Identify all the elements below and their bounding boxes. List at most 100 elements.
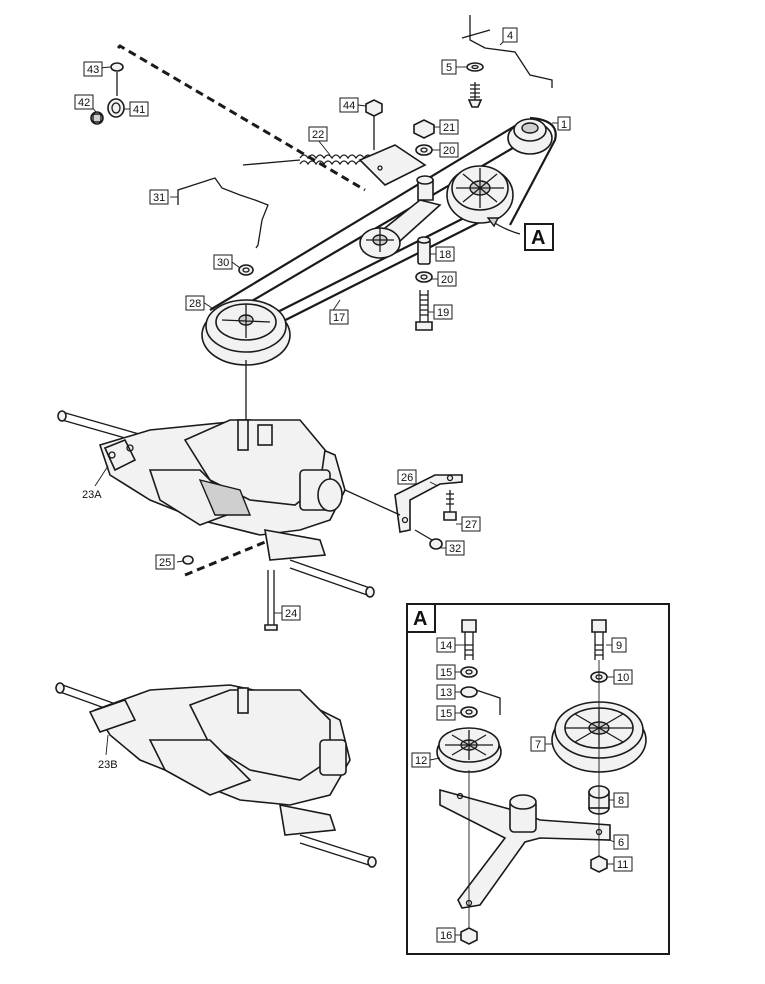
callout-31: 31: [149, 189, 169, 205]
bushing-42-part: [90, 111, 104, 125]
detail-inset-frame: [406, 603, 670, 955]
eye-bolt-41-part: [107, 98, 125, 118]
callout-20b: 20: [437, 271, 457, 287]
bolt-19-part: [415, 290, 433, 331]
nut-44-part: [365, 99, 383, 150]
callout-4: 4: [502, 27, 518, 43]
detail-ref-box: [524, 223, 554, 251]
bolt-32-part: [414, 529, 443, 550]
inset-title: A: [413, 608, 427, 630]
callout-44: 44: [339, 97, 359, 113]
svg-text:44: 44: [343, 100, 355, 112]
callout-30: 30: [213, 254, 233, 270]
svg-text:1: 1: [561, 119, 567, 131]
svg-text:8: 8: [618, 795, 624, 807]
transaxle-pulley-28: [201, 299, 291, 366]
svg-text:15: 15: [440, 708, 452, 720]
callout-18: 18: [435, 246, 455, 262]
svg-text:18: 18: [439, 249, 451, 261]
idler-bracket-6-part: [439, 788, 611, 909]
svg-text:15: 15: [440, 667, 452, 679]
callout-10: 10: [613, 669, 633, 685]
callout-11: 11: [613, 856, 633, 872]
callout-20a: 20: [439, 142, 459, 158]
cable-dashed-line-lower: [184, 538, 271, 577]
svg-text:13: 13: [440, 687, 452, 699]
leader-23b: [105, 734, 109, 756]
callout-16: 16: [436, 927, 456, 943]
callout-17: 17: [329, 309, 349, 325]
svg-text:30: 30: [217, 257, 229, 269]
callout-9: 9: [611, 637, 627, 653]
shift-rod-part: [461, 15, 553, 88]
washer-5-part: [466, 62, 484, 72]
svg-text:16: 16: [440, 930, 452, 942]
washer-30-part: [238, 264, 254, 276]
detail-arrow-head: [486, 217, 500, 228]
linkage-rod-31: [177, 177, 269, 249]
callout-15b: 15: [436, 705, 456, 721]
callout-24: 24: [281, 605, 301, 621]
callout-6: 6: [613, 834, 629, 850]
svg-text:28: 28: [189, 298, 201, 310]
svg-text:31: 31: [153, 192, 165, 204]
callout-14: 14: [436, 637, 456, 653]
idler-bracket-plate: [358, 144, 427, 186]
label-23b: 23B: [98, 759, 118, 771]
svg-text:41: 41: [133, 104, 145, 116]
callout-22: 22: [308, 126, 328, 142]
svg-text:7: 7: [535, 739, 541, 751]
svg-text:19: 19: [437, 307, 449, 319]
leader-23a: [94, 465, 109, 487]
svg-text:26: 26: [401, 472, 413, 484]
svg-text:17: 17: [333, 312, 345, 324]
callout-1: 1: [557, 116, 571, 131]
callout-13: 13: [436, 684, 456, 700]
callout-7: 7: [530, 736, 546, 752]
callout-8: 8: [613, 792, 629, 808]
callout-21: 21: [439, 119, 459, 135]
svg-text:11: 11: [617, 859, 628, 871]
svg-text:43: 43: [87, 64, 99, 76]
bolt-27-part: [443, 490, 457, 521]
svg-text:9: 9: [616, 640, 622, 652]
idler-pulley-a: [446, 165, 514, 224]
guard-13-part: [460, 686, 501, 715]
svg-text:6: 6: [618, 837, 624, 849]
small-idler-pulley: [359, 227, 401, 259]
engine-pulley-1: [507, 118, 553, 155]
cable-dashed-line: [116, 44, 366, 192]
svg-text:20: 20: [441, 274, 453, 286]
callout-27: 27: [461, 516, 481, 532]
nut-21-part: [413, 119, 435, 139]
callout-19: 19: [433, 304, 453, 320]
spacer-18-part: [417, 236, 431, 265]
nut-16-part: [460, 927, 478, 945]
label-23a: 23A: [82, 489, 102, 501]
svg-text:20: 20: [443, 145, 455, 157]
callout-28: 28: [185, 295, 205, 311]
inset-title-box: [406, 603, 436, 633]
svg-text:24: 24: [285, 608, 297, 620]
svg-text:32: 32: [449, 543, 461, 555]
callout-43: 43: [83, 61, 103, 77]
washer-15a-part: [460, 666, 478, 678]
transaxle-23b: [55, 682, 377, 868]
svg-text:27: 27: [465, 519, 477, 531]
callout-26: 26: [397, 469, 417, 485]
callout-5: 5: [441, 59, 457, 75]
detail-ref-letter: A: [531, 227, 545, 249]
axle-rod-line: [344, 489, 401, 516]
bolt-24-part: [264, 570, 278, 631]
svg-text:42: 42: [78, 97, 90, 109]
bolt-9-part: [591, 619, 607, 660]
callout-15a: 15: [436, 664, 456, 680]
svg-text:5: 5: [446, 62, 452, 74]
svg-text:25: 25: [159, 557, 171, 569]
svg-text:22: 22: [312, 129, 324, 141]
washer-15b-part: [460, 706, 478, 718]
svg-text:4: 4: [507, 30, 513, 42]
pulley-12-part: [436, 727, 502, 773]
callout-32: 32: [445, 540, 465, 556]
